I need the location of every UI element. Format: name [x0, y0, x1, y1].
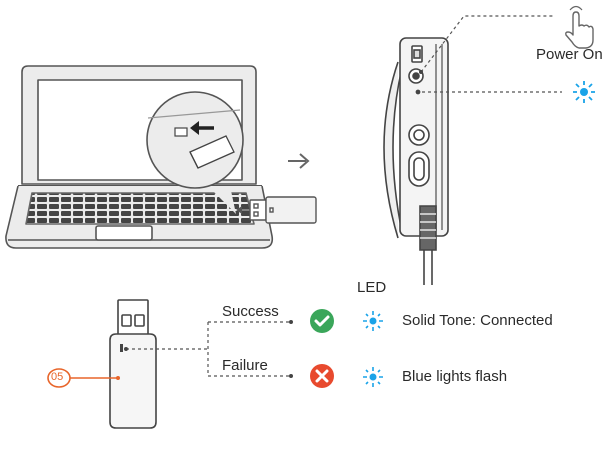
x-circle-icon	[310, 364, 334, 388]
power-button-dot	[419, 70, 423, 74]
insert-arrow-icon	[236, 206, 250, 214]
usb-dongle-large	[109, 299, 157, 429]
power-button-callout	[420, 15, 562, 93]
led-light-icon	[573, 81, 595, 103]
led-heading: LED	[357, 279, 387, 296]
right-arrow-icon	[288, 153, 310, 169]
failure-label: Failure	[222, 357, 268, 374]
success-label: Success	[222, 303, 279, 320]
blue-flash-label: Blue lights flash	[402, 368, 508, 385]
led-light-icon	[363, 311, 383, 331]
led-light-icon	[363, 367, 383, 387]
power-on-label: Power On	[536, 46, 603, 63]
pointing-hand-icon	[565, 5, 594, 49]
solid-tone-label: Solid Tone: Connected	[402, 312, 553, 329]
callout-05	[47, 368, 120, 388]
callout-number: 05	[51, 371, 64, 383]
usb-dongle-small	[249, 196, 317, 224]
usb-port-magnifier	[146, 91, 244, 214]
device-side-view	[383, 37, 449, 285]
status-branch-lines	[126, 321, 290, 377]
check-circle-icon	[310, 309, 334, 333]
